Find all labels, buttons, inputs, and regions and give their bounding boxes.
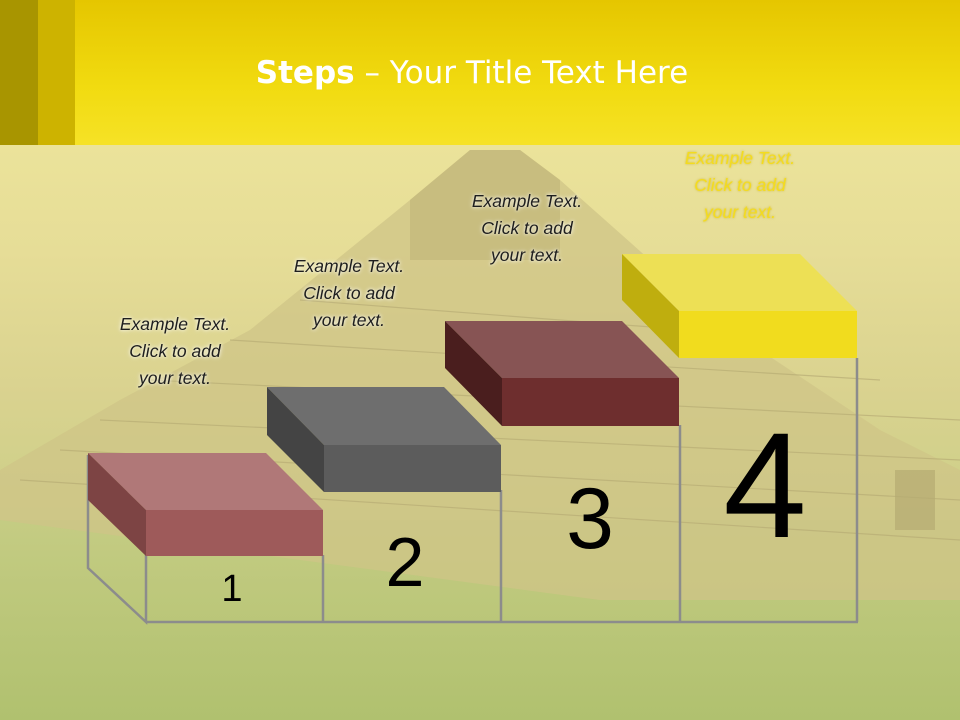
caption-line: Example Text. [471, 191, 583, 211]
step-2-block[interactable] [267, 387, 501, 492]
step-2-caption[interactable]: Example Text. Click to add your text. [254, 253, 444, 334]
title-accent-dark [0, 0, 38, 145]
step-1-number: 1 [221, 568, 243, 610]
title-bar: Steps – Your Title Text Here [0, 0, 960, 145]
caption-line: your text. [139, 368, 211, 388]
step-1-outline [86, 455, 148, 625]
caption-line: Click to add [694, 175, 786, 195]
step-1-block[interactable] [88, 453, 323, 556]
title-rest: – Your Title Text Here [354, 55, 689, 91]
slide-title[interactable]: Steps – Your Title Text Here [0, 55, 944, 91]
caption-line: Click to add [303, 283, 395, 303]
step-4-block[interactable] [622, 254, 857, 358]
title-accent-mid [38, 0, 75, 145]
step-3-caption[interactable]: Example Text. Click to add your text. [432, 188, 622, 269]
caption-line: your text. [491, 245, 563, 265]
caption-line: Example Text. [293, 256, 405, 276]
step-2-number: 2 [385, 523, 425, 601]
caption-line: Example Text. [684, 148, 796, 168]
caption-line: Example Text. [119, 314, 231, 334]
step-1-caption[interactable]: Example Text. Click to add your text. [80, 311, 270, 392]
step-3-block[interactable] [445, 321, 679, 426]
caption-line: Click to add [481, 218, 573, 238]
caption-line: your text. [704, 202, 776, 222]
step-4-caption[interactable]: Example Text. Click to add your text. [645, 145, 835, 226]
step-4-number: 4 [723, 401, 807, 569]
caption-line: your text. [313, 310, 385, 330]
caption-line: Click to add [129, 341, 221, 361]
title-bold: Steps [255, 55, 355, 91]
step-3-number: 3 [566, 471, 614, 567]
